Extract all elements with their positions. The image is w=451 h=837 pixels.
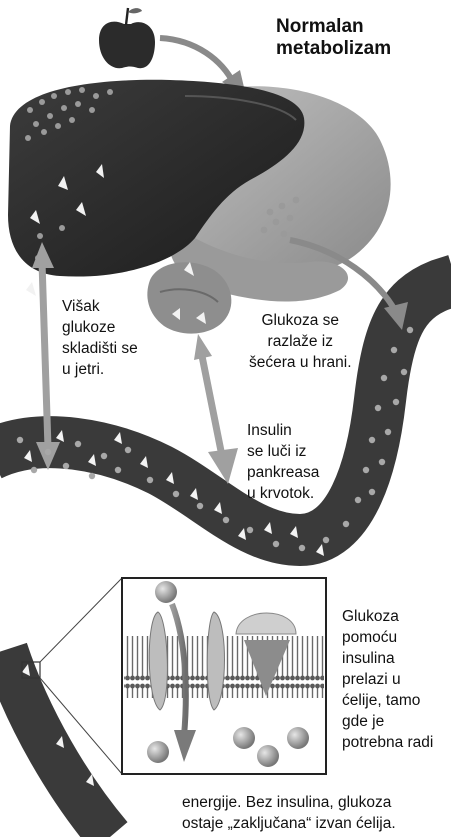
- label-line: energije. Bez insulina, glukoza: [182, 792, 396, 813]
- label-line: potrebna radi: [342, 732, 433, 753]
- label-cell-uptake-bottom: energije. Bez insulina, glukoza ostaje „…: [182, 792, 396, 834]
- label-line: ostaje „zaključana“ izvan ćelija.: [182, 813, 396, 834]
- label-line: šećera u hrani.: [249, 352, 352, 373]
- label-cell-uptake: Glukoza pomoću insulina prelazi u ćelije…: [342, 606, 433, 753]
- label-line: u jetri.: [62, 359, 138, 380]
- label-line: insulina: [342, 648, 433, 669]
- food-arrow: [160, 38, 234, 84]
- label-line: gde je: [342, 711, 433, 732]
- title-line-1: Normalan: [276, 16, 391, 38]
- cell-membrane-inset: [122, 578, 326, 774]
- label-line: se luči iz: [247, 441, 319, 462]
- label-line: glukoze: [62, 317, 138, 338]
- diagram-title: Normalan metabolizam: [276, 16, 391, 60]
- title-line-2: metabolizam: [276, 38, 391, 60]
- label-line: pomoću: [342, 627, 433, 648]
- label-line: Insulin: [247, 420, 319, 441]
- pancreas-vessel-arrow: [202, 356, 222, 456]
- label-line: razlaže iz: [249, 331, 352, 352]
- label-line: pankreasa: [247, 462, 319, 483]
- label-line: Glukoza se: [249, 310, 352, 331]
- label-line: prelazi u: [342, 669, 433, 690]
- label-glucose-digestion: Glukoza se razlaže iz šećera u hrani.: [249, 310, 352, 373]
- label-line: Višak: [62, 296, 138, 317]
- label-insulin-release: Insulin se luči iz pankreasa u krvotok.: [247, 420, 319, 504]
- label-line: skladišti se: [62, 338, 138, 359]
- label-line: ćelije, tamo: [342, 690, 433, 711]
- label-liver-storage: Višak glukoze skladišti se u jetri.: [62, 296, 138, 380]
- label-line: Glukoza: [342, 606, 433, 627]
- label-line: u krvotok.: [247, 483, 319, 504]
- apple-icon: [99, 8, 155, 68]
